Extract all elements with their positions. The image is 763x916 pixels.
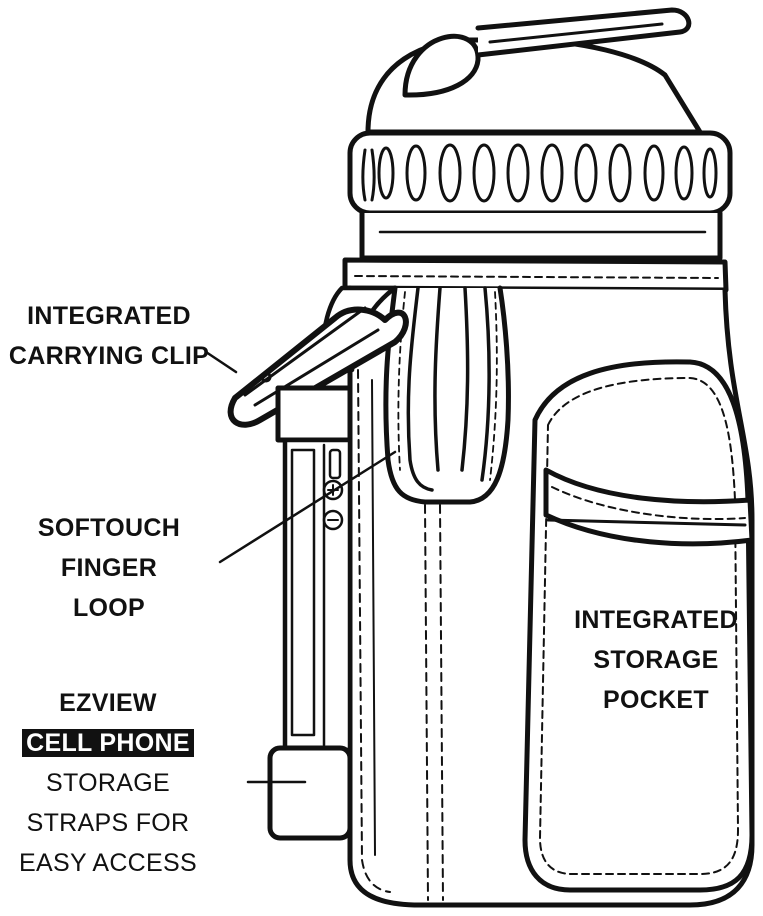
finger-loop-label-line: SOFTOUCH [37, 514, 181, 542]
cell-phone-label-line: CELL PHONE [0, 723, 216, 763]
storage-pocket-outline [522, 359, 755, 893]
carrying-clip-label: INTEGRATED CARRYING CLIP [0, 296, 218, 376]
carrying-clip-label-line: CARRYING CLIP [8, 342, 210, 370]
carrying-clip-label-line: INTEGRATED [27, 302, 191, 330]
sleeve-collar [342, 257, 729, 293]
bottle-neck [359, 210, 723, 261]
cell-phone-label-line: EZVIEW [59, 689, 157, 717]
cell-phone-strap [267, 385, 353, 841]
cell-phone-label-line: STRAPS FOR [26, 809, 190, 837]
cap-ring [347, 130, 733, 216]
finger-loop-label: SOFTOUCH FINGER LOOP [14, 508, 204, 628]
finger-loop-label-line: FINGER [60, 554, 158, 582]
cell-phone-label-line: STORAGE [46, 769, 170, 797]
bottle-lid [365, 7, 703, 135]
carabiner-clip [227, 306, 409, 428]
leader-lines [204, 350, 397, 784]
storage-pocket-label-line: INTEGRATED [574, 606, 738, 634]
storage-pocket-label-line: POCKET [603, 686, 709, 714]
storage-pocket-label-line: STORAGE [593, 646, 719, 674]
cell-phone-label-line: EASY ACCESS [19, 849, 197, 877]
cell-phone-highlight: CELL PHONE [22, 729, 194, 757]
storage-pocket-label: INTEGRATED STORAGE POCKET [556, 600, 756, 720]
finger-loop-label-line: LOOP [72, 594, 146, 622]
cell-phone-label: EZVIEW CELL PHONE STORAGE STRAPS FOR EAS… [0, 683, 216, 883]
